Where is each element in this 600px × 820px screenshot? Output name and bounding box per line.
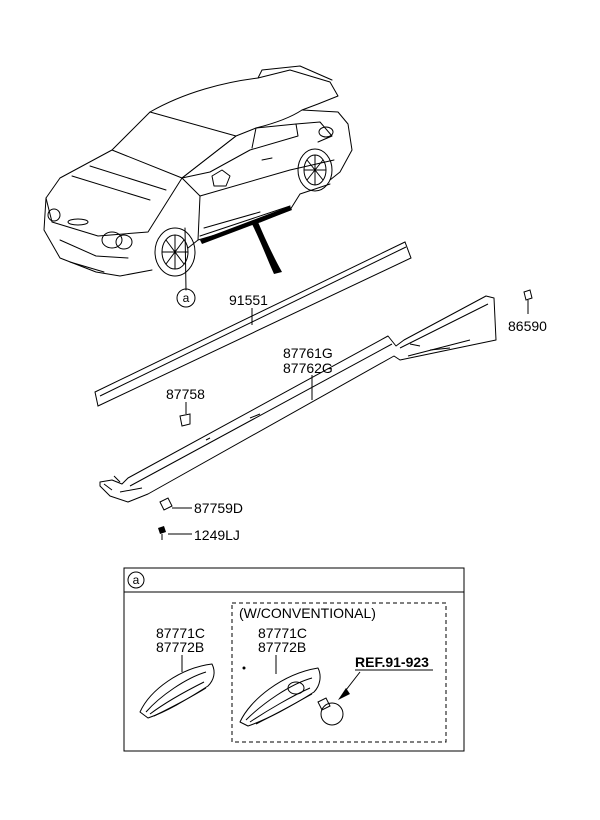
reference-label: REF.91-923: [355, 654, 429, 670]
inset-right-label-1: 87771C: [258, 625, 307, 641]
side-marker-right: [239, 666, 321, 727]
callout-circle-a: a: [176, 288, 196, 308]
label-87761g: 87761G: [283, 345, 333, 361]
screw-1249lj: 1249LJ: [158, 526, 240, 543]
sill-indicator: [200, 206, 292, 274]
label-86590: 86590: [508, 318, 547, 334]
clip-87759d: 87759D: [159, 497, 243, 516]
car-illustration: [43, 65, 353, 291]
svg-text:a: a: [183, 291, 190, 305]
inset-left-label-1: 87771C: [156, 625, 205, 641]
label-87762g: 87762G: [283, 360, 333, 376]
label-87759d: 87759D: [194, 500, 243, 516]
side-marker-left: [139, 663, 215, 719]
inset-right-label-2: 87772B: [258, 639, 306, 655]
bulb-icon: [317, 697, 344, 726]
detail-inset-a: a (W/CONVENTIONAL) 87771C 87772B 87771C …: [123, 567, 465, 752]
clip-87758: 87758: [166, 386, 205, 427]
conventional-title: (W/CONVENTIONAL): [239, 605, 376, 621]
label-91551: 91551: [229, 292, 268, 308]
label-1249lj: 1249LJ: [194, 527, 240, 543]
sill-molding-91551: [94, 241, 412, 407]
side-sill-87761g: [99, 295, 497, 503]
inset-circle-label: a: [133, 573, 140, 587]
label-87758: 87758: [166, 386, 205, 402]
inset-left-label-2: 87772B: [156, 639, 204, 655]
fastener-86590: 86590: [508, 289, 547, 334]
